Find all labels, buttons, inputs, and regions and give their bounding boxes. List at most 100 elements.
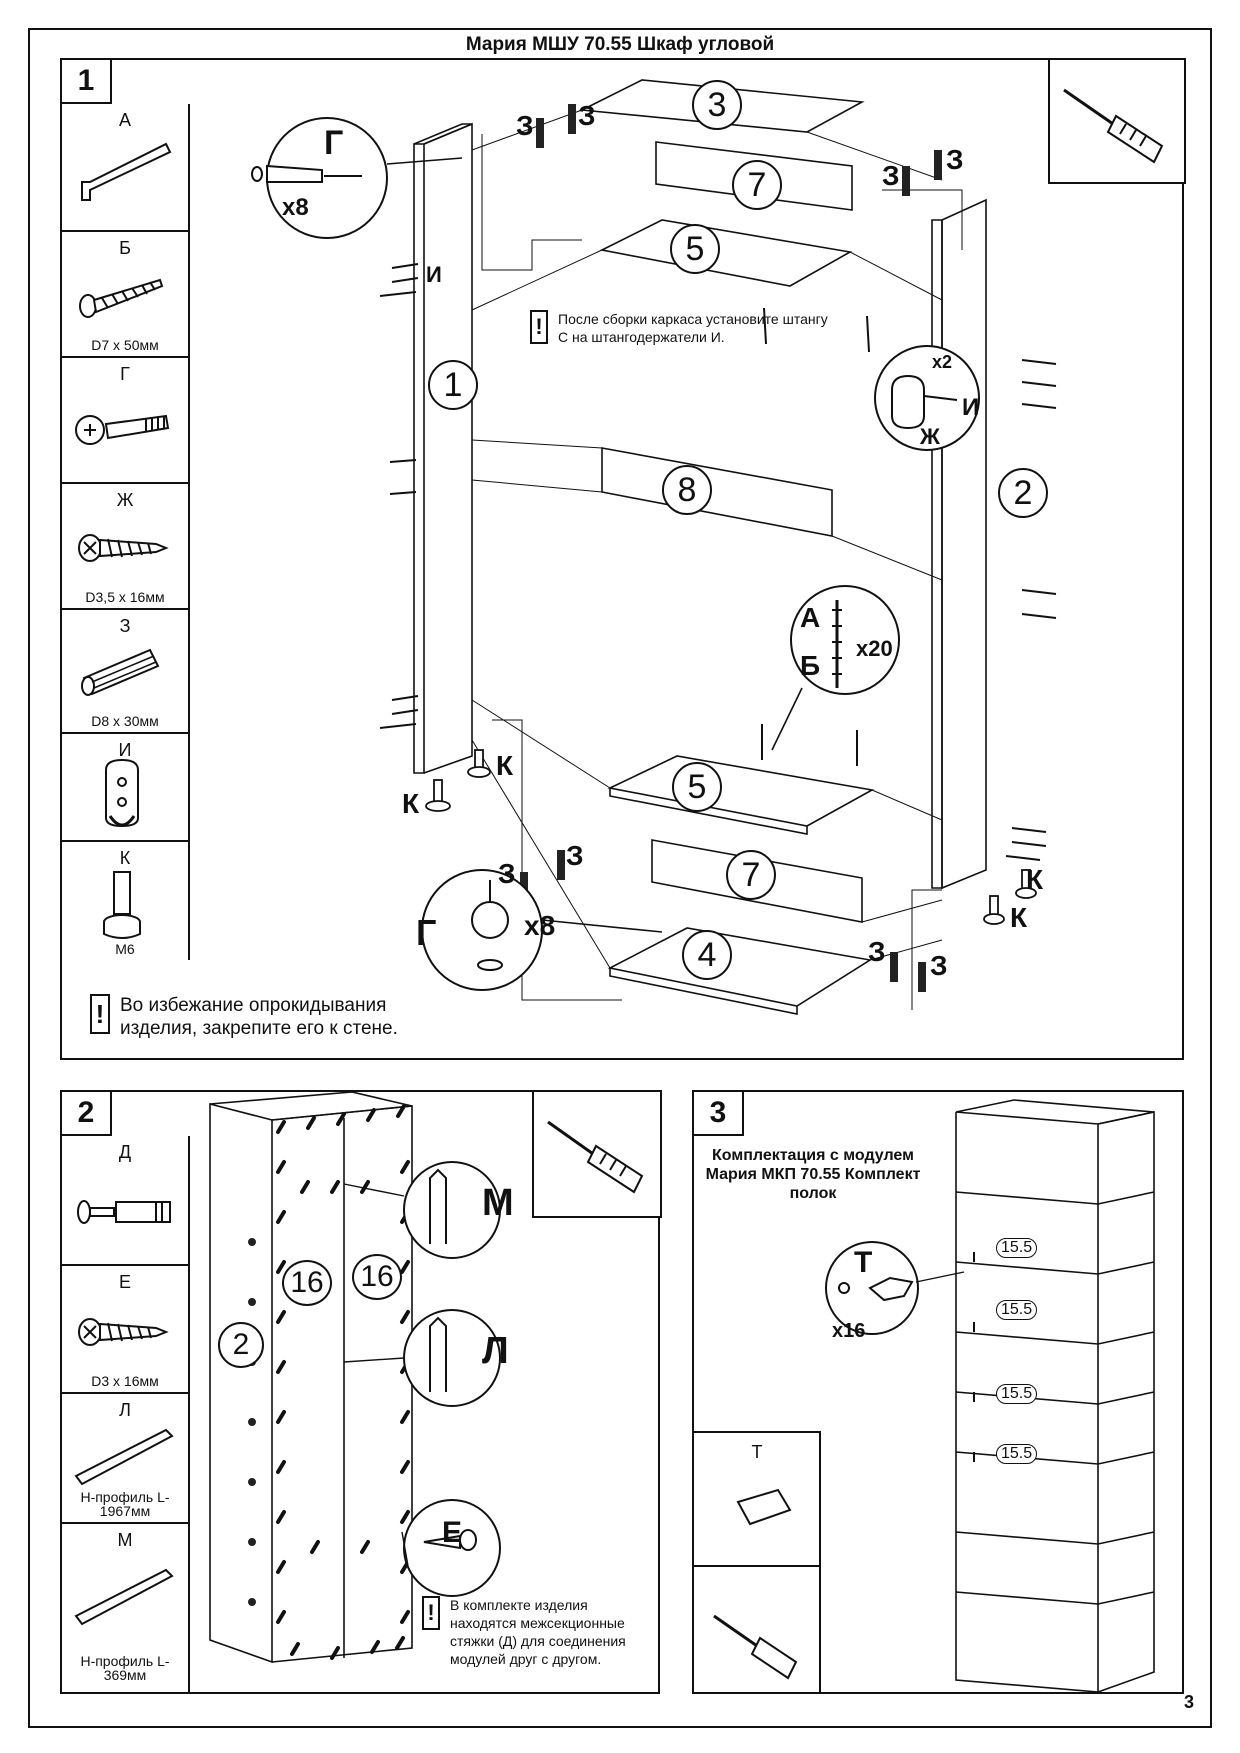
document-title: Мария МШУ 70.55 Шкаф угловой (465, 34, 775, 55)
parts-list: А Б D7 x 50мм Г Ж (62, 104, 190, 960)
assembly-note: ! После сборки каркаса установите штангу… (530, 310, 830, 346)
part-letter: К (119, 848, 131, 868)
screwdriver-icon (1063, 88, 1164, 164)
step-number: 3 (694, 1092, 744, 1136)
part-e: Е D3 x 16мм (62, 1266, 188, 1394)
part-zh: Ж D3,5 x 16мм (62, 484, 188, 610)
dowel-label: З (498, 858, 516, 889)
step-3-panel: 3 Комплектация с модулем Мария МКП 70.55… (692, 1090, 1184, 1694)
part-size: Н-профиль L-369мм (80, 1653, 170, 1683)
part-size: D3,5 x 16мм (85, 589, 165, 605)
panel-number-16-left: 16 (282, 1260, 332, 1306)
confirmat-screw-icon (79, 278, 164, 318)
part-letter: Г (120, 364, 130, 384)
door-assembly-drawing (209, 1092, 501, 1664)
shelf-unit-drawing (694, 1099, 1155, 1692)
foot-label: К (1010, 902, 1028, 933)
foot-label: К (496, 750, 514, 781)
callout-t: Т (854, 1246, 873, 1279)
panel-number-2: 2 (998, 468, 1048, 518)
holder-label: И (426, 262, 442, 287)
screwdriver-icon (547, 1120, 644, 1194)
dowel-label: З (578, 100, 596, 131)
part-size: Н-профиль L-1967мм (80, 1489, 170, 1519)
foot-label: К (402, 788, 420, 819)
cam-lock-icon (75, 414, 170, 445)
panel-number-4: 4 (682, 930, 732, 980)
hex-key-icon (81, 142, 172, 201)
part-letter: Л (119, 1400, 131, 1420)
callout-b: Б (800, 650, 821, 681)
page-frame (28, 28, 1212, 1728)
part-letter: Ж (116, 490, 134, 510)
panel-number-8: 8 (662, 465, 712, 515)
part-b: Б D7 x 50мм (62, 232, 188, 358)
part-letter-t: Т (751, 1442, 763, 1462)
h-profile-icon (74, 1568, 174, 1626)
dowel-icon (81, 648, 160, 696)
panel-number-16-right: 16 (352, 1254, 402, 1300)
exclamation-icon: ! (90, 994, 110, 1034)
step-1-panel: 1 А Б D7 x 50мм Г (60, 58, 1186, 1060)
page-number: 3 (1183, 1692, 1194, 1712)
stability-warning: ! Во избежание опрокидывания изделия, за… (90, 994, 460, 1040)
panel-number-3: 3 (692, 80, 742, 130)
assembly-note-text: После сборки каркаса установите штангу С… (558, 311, 828, 345)
part-letter: И (118, 740, 132, 760)
part-size: M6 (115, 941, 135, 957)
part-k: К M6 (62, 842, 188, 960)
part-z: З D8 x 30мм (62, 610, 188, 734)
callout-zh: Ж (920, 424, 940, 449)
callout-e: Е (442, 1516, 463, 1549)
part-d: Д (62, 1136, 188, 1266)
tool-box (1048, 58, 1186, 184)
connector-bolt-icon (77, 1200, 171, 1224)
part-letter: Е (118, 1272, 131, 1292)
panel-number-7-top: 7 (732, 160, 782, 210)
part-i: И (62, 734, 188, 842)
callout-t-qty: x16 (832, 1320, 866, 1342)
exploded-assembly-drawing (251, 79, 1057, 1015)
connector-note: ! В комплекте изделия находятся межсекци… (422, 1596, 654, 1668)
part-size: D3 x 16мм (91, 1373, 159, 1389)
kit-title: Комплектация с модулем Мария МКП 70.55 К… (705, 1147, 921, 1202)
callout-m: М (482, 1182, 514, 1224)
exclamation-icon: ! (530, 310, 548, 344)
shelf-offset-label: 15.5 (996, 1300, 1038, 1320)
callout-g-top: Г (324, 124, 344, 162)
part-letter: З (119, 616, 131, 636)
panel-number-2: 2 (218, 1322, 264, 1368)
h-profile-icon (74, 1428, 174, 1486)
callout-ab-qty: x20 (856, 636, 893, 661)
callout-g-bottom-qty: x8 (524, 910, 556, 941)
dowel-label: З (930, 950, 948, 981)
dowel-label: З (566, 840, 584, 871)
exclamation-icon: ! (422, 1596, 440, 1630)
callout-a: А (800, 602, 821, 633)
part-size: D8 x 30мм (91, 713, 159, 729)
callout-g-bottom: Г (416, 912, 437, 953)
part-m: М Н-профиль L-369мм (62, 1524, 188, 1692)
tool-box (532, 1090, 662, 1218)
stability-warning-text: Во избежание опрокидывания изделия, закр… (120, 995, 398, 1039)
dowel-label: З (516, 110, 534, 141)
part-g: Г (62, 358, 188, 484)
part-size: D7 x 50мм (91, 337, 159, 353)
part-l: Л Н-профиль L-1967мм (62, 1394, 188, 1524)
screw-icon (78, 1318, 169, 1346)
step-number: 2 (62, 1092, 112, 1136)
dowel-label: З (946, 144, 964, 175)
shelf-offset-label: 15.5 (996, 1384, 1038, 1404)
connector-note-text: В комплекте изделия находятся межсекцион… (450, 1597, 626, 1667)
panel-number-5-top: 5 (670, 224, 720, 274)
shelf-offset-label: 15.5 (996, 1238, 1038, 1258)
shelf-offset-label: 15.5 (996, 1444, 1038, 1464)
callout-g-top-qty: x8 (282, 194, 309, 221)
panel-number-1: 1 (428, 360, 478, 410)
dowel-label: З (882, 160, 900, 191)
part-letter: Б (119, 238, 131, 258)
screw-icon (78, 534, 169, 562)
foot-label: К (1026, 864, 1044, 895)
part-a: А (62, 104, 188, 232)
part-letter: М (117, 1530, 133, 1550)
